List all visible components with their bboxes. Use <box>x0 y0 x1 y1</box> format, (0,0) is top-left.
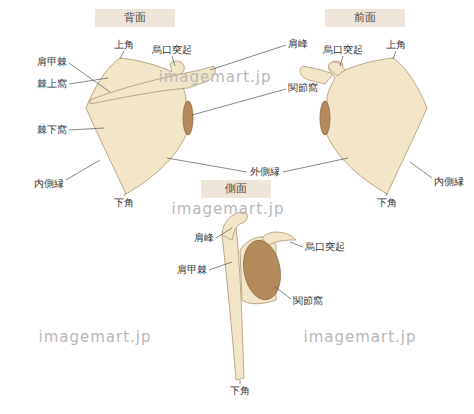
part-label: 下角 <box>377 198 397 209</box>
part-label: 烏口突起 <box>323 45 363 56</box>
watermark: imagemart.jp <box>38 329 151 346</box>
watermark: imagemart.jp <box>303 329 416 346</box>
watermark: imagemart.jp <box>171 201 284 218</box>
part-label: 内側縁 <box>34 179 64 190</box>
part-label: 関節窩 <box>288 83 318 94</box>
view-heading: 前面 <box>354 11 376 24</box>
part-label: 棘下窩 <box>37 125 67 136</box>
part-label: 肩甲棘 <box>177 265 207 276</box>
part-label: 内側縁 <box>434 177 464 188</box>
side-view <box>222 212 296 380</box>
watermark: imagemart.jp <box>158 69 271 86</box>
part-label: 関節窩 <box>293 296 323 307</box>
view-heading: 背面 <box>124 11 146 24</box>
view-heading-band: 前面 <box>325 9 405 26</box>
view-heading-band: 側面 <box>201 180 271 197</box>
part-label: 外側縁 <box>250 167 280 178</box>
part-label: 上角 <box>114 40 134 51</box>
view-heading-band: 背面 <box>95 9 175 26</box>
part-label: 烏口突起 <box>152 45 192 56</box>
part-label: 上角 <box>386 40 406 51</box>
part-label: 棘上窩 <box>37 79 67 90</box>
part-label: 烏口突起 <box>305 242 345 253</box>
part-label: 肩峰 <box>194 233 214 244</box>
view-heading: 側面 <box>225 182 247 195</box>
part-label: 下角 <box>230 386 250 397</box>
part-label: 下角 <box>114 198 134 209</box>
part-label: 肩甲棘 <box>37 57 67 68</box>
front-view <box>300 58 427 194</box>
part-label: 肩峰 <box>288 39 308 50</box>
